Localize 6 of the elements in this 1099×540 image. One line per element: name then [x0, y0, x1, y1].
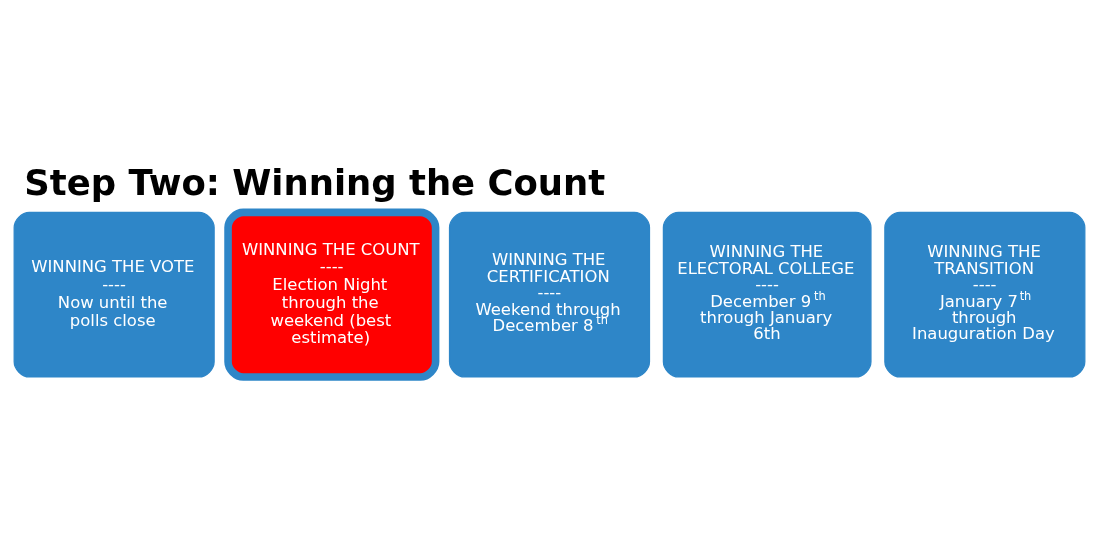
node-box: WINNING THE VOTE ---- Now until the polls close: [13, 211, 215, 378]
node-box: WINNING THE TRANSITION ---- January 7$^{th}$ through Inauguration Day: [884, 211, 1086, 378]
node-box: WINNING THE COUNT ---- Election Night through the weekend (best estimate): [224, 208, 440, 381]
diagram-title: Step Two: Winning the Count: [24, 162, 606, 204]
node-box: WINNING THE ELECTORAL COLLEGE ---- December 9$^{th}$ through January 6th: [662, 211, 872, 378]
node-box: WINNING THE CERTIFICATION ---- Weekend through December 8$^{th}$: [448, 211, 651, 378]
